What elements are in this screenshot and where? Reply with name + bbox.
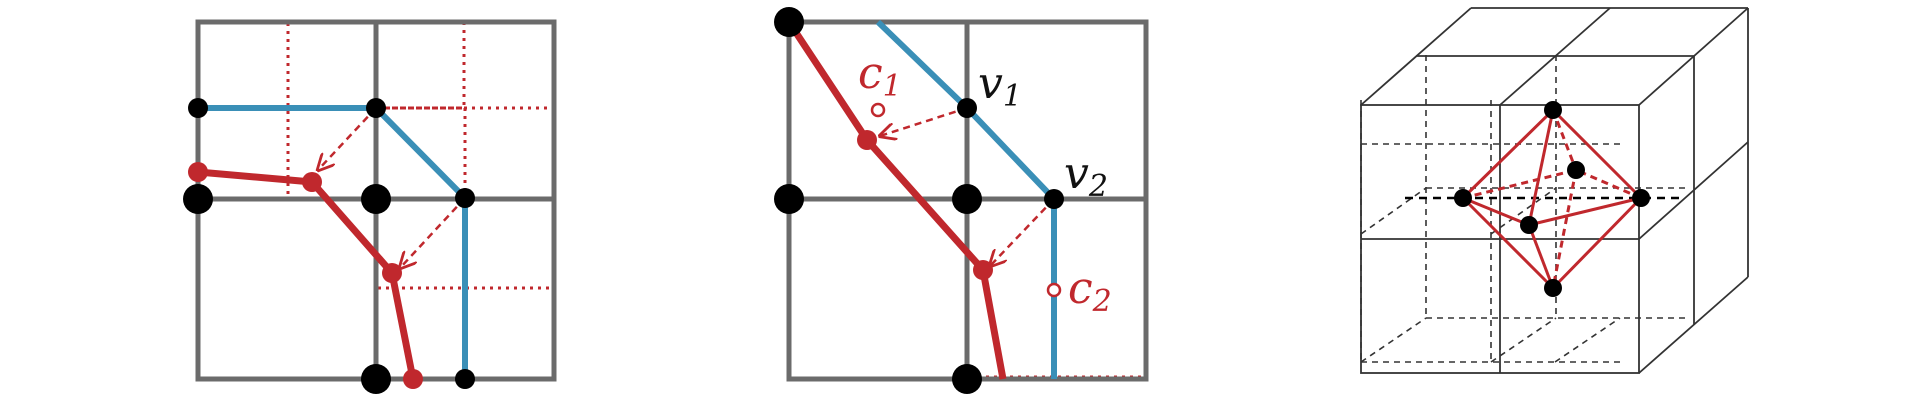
- red-octahedron: [1461, 108, 1643, 290]
- dashed-arrow-mid-1: [880, 106, 968, 136]
- vertex-left-6: [361, 364, 391, 394]
- vertex-mid-3: [774, 184, 804, 214]
- red-contour-left: [197, 168, 417, 380]
- vertex-left-3: [183, 184, 213, 214]
- octa-vertex-right: [1632, 189, 1650, 207]
- blue-contour-left: [198, 105, 468, 379]
- vertex-left-1: [188, 98, 208, 118]
- octa-vertex-front: [1520, 216, 1538, 234]
- dashed-arrow-left-1: [318, 107, 377, 170]
- label-c1: c1: [858, 48, 902, 104]
- vertex-mid-v1: [957, 98, 977, 118]
- label-v2: v2: [1064, 148, 1108, 204]
- red-vertex-mid-1: [857, 130, 877, 150]
- cell-center-c1: [870, 102, 886, 118]
- octa-vertex-top: [1544, 101, 1562, 119]
- vertex-mid-4: [952, 184, 982, 214]
- vertex-left-2: [366, 98, 386, 118]
- red-contour-middle: [786, 20, 1007, 380]
- octa-vertex-bottom: [1544, 279, 1562, 297]
- label-v1: v1: [978, 58, 1022, 114]
- red-vertex-left-4: [403, 369, 423, 389]
- vertex-mid-1: [774, 7, 804, 37]
- vertex-mid-v2: [1044, 189, 1064, 209]
- panel-left: [183, 19, 557, 394]
- panel-right-cube: [1360, 7, 1749, 374]
- red-vertex-left-2: [302, 172, 322, 192]
- vertex-left-7: [455, 369, 475, 389]
- vertex-mid-6: [952, 364, 982, 394]
- octa-vertex-back: [1567, 161, 1585, 179]
- cube-visible-edges: [1360, 7, 1749, 374]
- red-vertex-mid-2: [973, 260, 993, 280]
- octa-vertex-left: [1454, 189, 1472, 207]
- red-vertex-left-1: [188, 162, 208, 182]
- cube-hidden-edges: [1360, 55, 1685, 363]
- dashed-arrow-left-2: [400, 197, 466, 268]
- panel-middle: c1 v1 v2 c2: [774, 7, 1149, 394]
- vertex-left-5: [455, 188, 475, 208]
- dashed-arrow-mid-2: [990, 198, 1055, 266]
- label-c2: c2: [1068, 263, 1112, 319]
- cell-center-c2: [1046, 282, 1062, 298]
- vertex-left-4: [361, 184, 391, 214]
- red-vertex-left-3: [382, 263, 402, 283]
